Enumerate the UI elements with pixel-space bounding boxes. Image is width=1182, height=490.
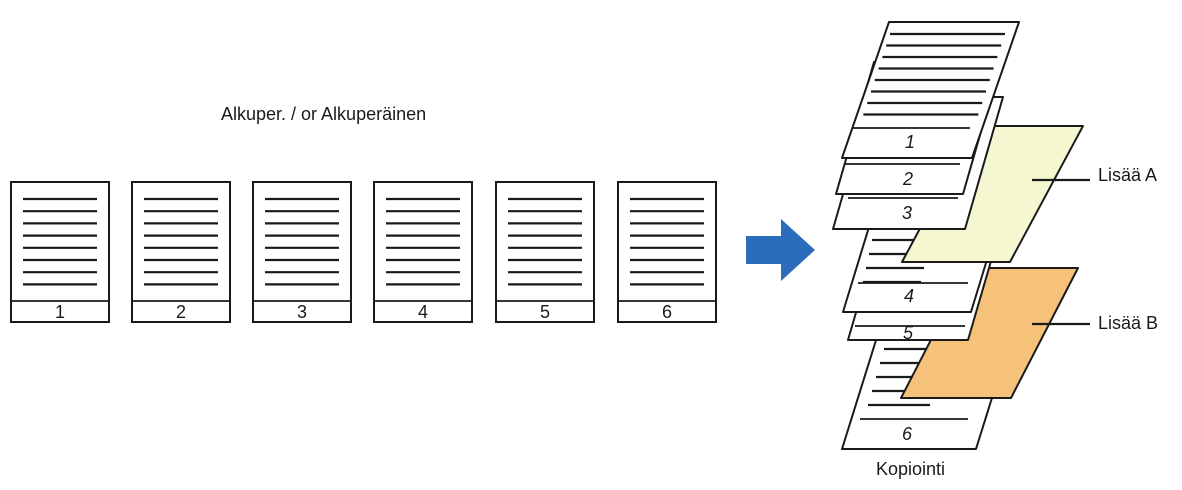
- original-page: 1: [10, 181, 110, 323]
- copy-page-number: 2: [902, 169, 913, 189]
- copy-title: Kopiointi: [876, 459, 946, 479]
- copy-page-number: 6: [902, 424, 913, 444]
- original-page: 2: [131, 181, 231, 323]
- original-page-number: 4: [418, 302, 428, 322]
- originals-title: Alkuper. / or Alkuperäinen: [221, 104, 427, 124]
- copy-page-number: 1: [905, 132, 915, 152]
- original-page: 3: [252, 181, 352, 323]
- original-page: 5: [495, 181, 595, 323]
- copy-page-number: 3: [902, 203, 912, 223]
- original-page-number: 1: [55, 302, 65, 322]
- copy-page-1: 1: [841, 21, 1020, 159]
- original-page: 6: [617, 181, 717, 323]
- original-page-number: 2: [176, 302, 186, 322]
- insert-a-label: Lisää A: [1098, 165, 1158, 185]
- original-page-number: 6: [662, 302, 672, 322]
- insert-b-label: Lisää B: [1098, 313, 1159, 333]
- original-page: 4: [373, 181, 473, 323]
- arrow-right-icon: [746, 219, 815, 281]
- copy-page-number: 5: [903, 323, 914, 343]
- original-page-number: 5: [540, 302, 550, 322]
- original-page-number: 3: [297, 302, 307, 322]
- copy-page-number: 4: [904, 286, 914, 306]
